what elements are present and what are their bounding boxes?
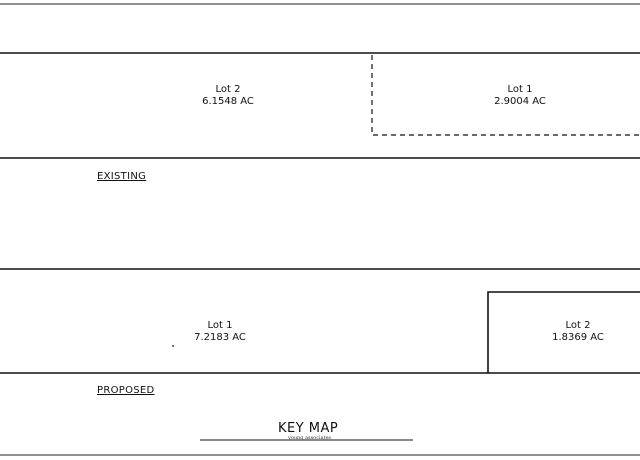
proposed-lot-1-label: Lot 1 7.2183 AC [170, 320, 270, 344]
existing-lot-1-area: 2.9004 AC [494, 96, 546, 107]
proposed-lot-1-name: Lot 1 [207, 320, 233, 331]
existing-lot-2-name: Lot 2 [215, 84, 241, 95]
proposed-lot-2-label: Lot 2 1.8369 AC [528, 320, 628, 344]
existing-lot-1-name: Lot 1 [507, 84, 533, 95]
key-map-title: KEY MAP [278, 421, 339, 436]
existing-lot-2-label: Lot 2 6.1548 AC [170, 84, 286, 108]
existing-section-label: EXISTING [97, 171, 147, 182]
existing-lot-1-label: Lot 1 2.9004 AC [470, 84, 570, 108]
proposed-lot-2-name: Lot 2 [565, 320, 591, 331]
point-mark [172, 345, 174, 347]
proposed-lot-2-boundary [487, 291, 640, 373]
key-map-subtitle: young associates [288, 435, 332, 441]
proposed-lot-1-area: 7.2183 AC [194, 332, 246, 343]
proposed-lot-2-area: 1.8369 AC [552, 332, 604, 343]
existing-lot-2-area: 6.1548 AC [202, 96, 254, 107]
proposed-section-label: PROPOSED [97, 385, 155, 396]
